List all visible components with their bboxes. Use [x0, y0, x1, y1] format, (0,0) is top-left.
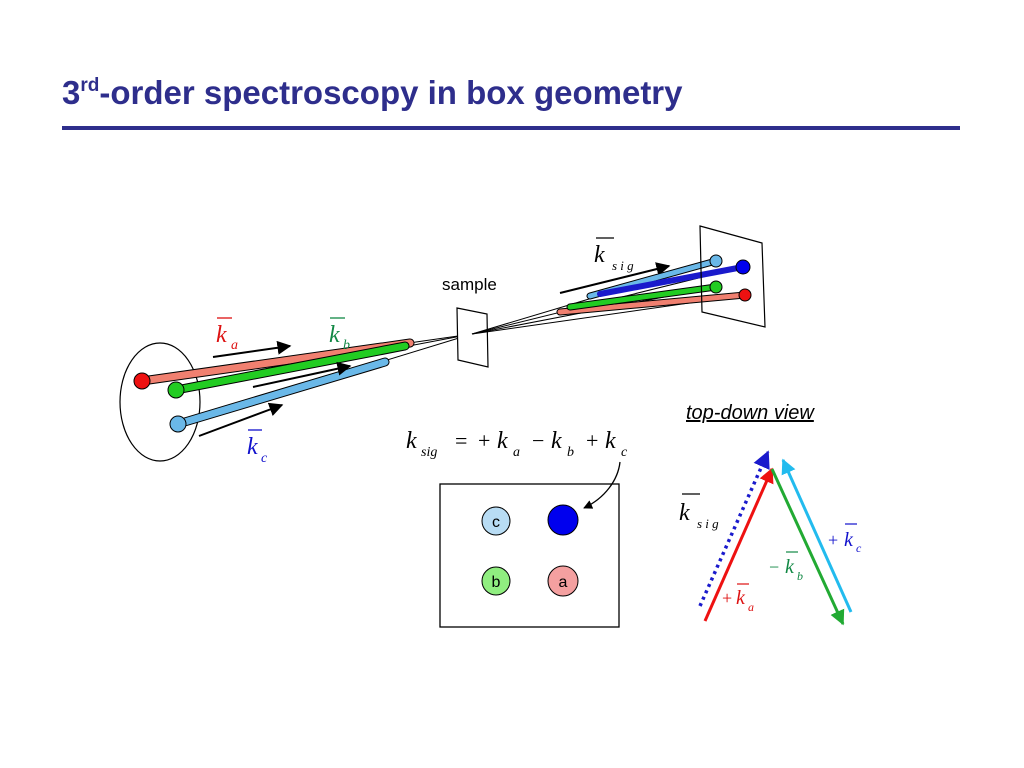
- arrow-ka: [212, 340, 292, 358]
- screen-spot-c: [709, 254, 723, 268]
- arrow-ksig: [559, 262, 671, 294]
- svg-text:k: k: [594, 242, 605, 268]
- sample-plate: [456, 307, 489, 368]
- svg-text:b: b: [343, 338, 350, 353]
- svg-text:k: k: [406, 428, 417, 454]
- arrow-kc: [198, 402, 284, 437]
- svg-text:+: +: [828, 530, 838, 550]
- svg-text:−: −: [769, 557, 779, 577]
- label-plus-kc: + k c: [828, 523, 862, 555]
- svg-text:c: c: [621, 445, 628, 460]
- box-spot-b: [481, 566, 511, 596]
- svg-text:s i g: s i g: [612, 258, 634, 273]
- label-ksig-top: k s i g: [594, 237, 634, 273]
- svg-text:c: c: [856, 541, 862, 555]
- svg-text:+: +: [722, 588, 732, 608]
- svg-text:s i g: s i g: [697, 516, 719, 531]
- svg-text:a: a: [513, 445, 520, 460]
- incoming-beams: [137, 338, 415, 429]
- svg-text:c: c: [261, 451, 268, 466]
- screen-spot-b: [709, 280, 723, 294]
- vector-plus-ka: [703, 467, 774, 622]
- svg-text:k: k: [497, 428, 508, 454]
- title-lead: 3: [62, 74, 81, 111]
- svg-text:k: k: [844, 529, 854, 551]
- vector-ksig: [698, 450, 770, 607]
- focus-lines: [141, 333, 473, 425]
- label-minus-kb: − k b: [769, 551, 803, 583]
- svg-text:k: k: [247, 434, 258, 460]
- screen-spot-sig: [735, 259, 751, 275]
- svg-text:sig: sig: [421, 445, 437, 460]
- title-underline: [62, 126, 960, 130]
- equation-pointer-arrow: [583, 461, 621, 509]
- phase-matching-equation: k sig = + k a − k b + k c: [406, 428, 628, 460]
- svg-text:a: a: [748, 600, 754, 614]
- label-plus-ka: + k a: [722, 583, 754, 614]
- vector-plus-kc: [781, 458, 853, 613]
- svg-text:k: k: [785, 556, 795, 578]
- svg-text:k: k: [216, 322, 227, 348]
- top-down-view-label: top-down view: [686, 402, 815, 424]
- label-kb: k b: [329, 317, 350, 353]
- out-beam-sig: [597, 264, 746, 297]
- svg-text:k: k: [736, 587, 746, 609]
- svg-text:=: =: [455, 428, 467, 453]
- vector-minus-kb: [770, 468, 845, 626]
- title-superscript: rd: [80, 75, 100, 96]
- box-spot-c-label: c: [492, 514, 500, 531]
- page-title: 3rd-order spectroscopy in box geometry: [62, 76, 683, 109]
- svg-text:k: k: [551, 428, 562, 454]
- box-spot-c: [481, 506, 511, 536]
- top-down-vector-diagram: [698, 450, 853, 626]
- out-beam-a: [557, 292, 748, 315]
- screen-spot-a: [738, 288, 752, 302]
- out-beam-b: [567, 284, 719, 310]
- svg-text:+: +: [586, 428, 598, 453]
- box-spot-b-label: b: [492, 574, 501, 591]
- label-ksig-topdown: k s i g: [679, 493, 719, 531]
- box-spot-a-label: a: [559, 574, 568, 591]
- svg-text:k: k: [679, 500, 690, 526]
- beam-b: [172, 342, 409, 394]
- box-pattern-frame: [439, 483, 620, 628]
- svg-text:b: b: [567, 445, 574, 460]
- source-dot-a: [133, 372, 151, 390]
- outgoing-beams: [556, 257, 749, 316]
- svg-text:a: a: [231, 338, 238, 353]
- svg-text:b: b: [797, 569, 803, 583]
- box-spot-a: [547, 565, 579, 597]
- detector-screen: [699, 225, 766, 328]
- svg-text:+: +: [478, 428, 490, 453]
- svg-text:k: k: [329, 322, 340, 348]
- source-dot-b: [167, 381, 185, 399]
- label-ka: k a: [216, 317, 238, 353]
- input-aperture: [119, 342, 201, 462]
- arrow-kb: [252, 361, 352, 388]
- svg-text:−: −: [532, 428, 544, 453]
- source-dot-c: [169, 415, 187, 433]
- sample-label: sample: [442, 275, 497, 294]
- title-rest: -order spectroscopy in box geometry: [99, 74, 683, 111]
- svg-text:k: k: [605, 428, 616, 454]
- label-kc: k c: [247, 429, 268, 466]
- box-spot-sig: [547, 504, 579, 536]
